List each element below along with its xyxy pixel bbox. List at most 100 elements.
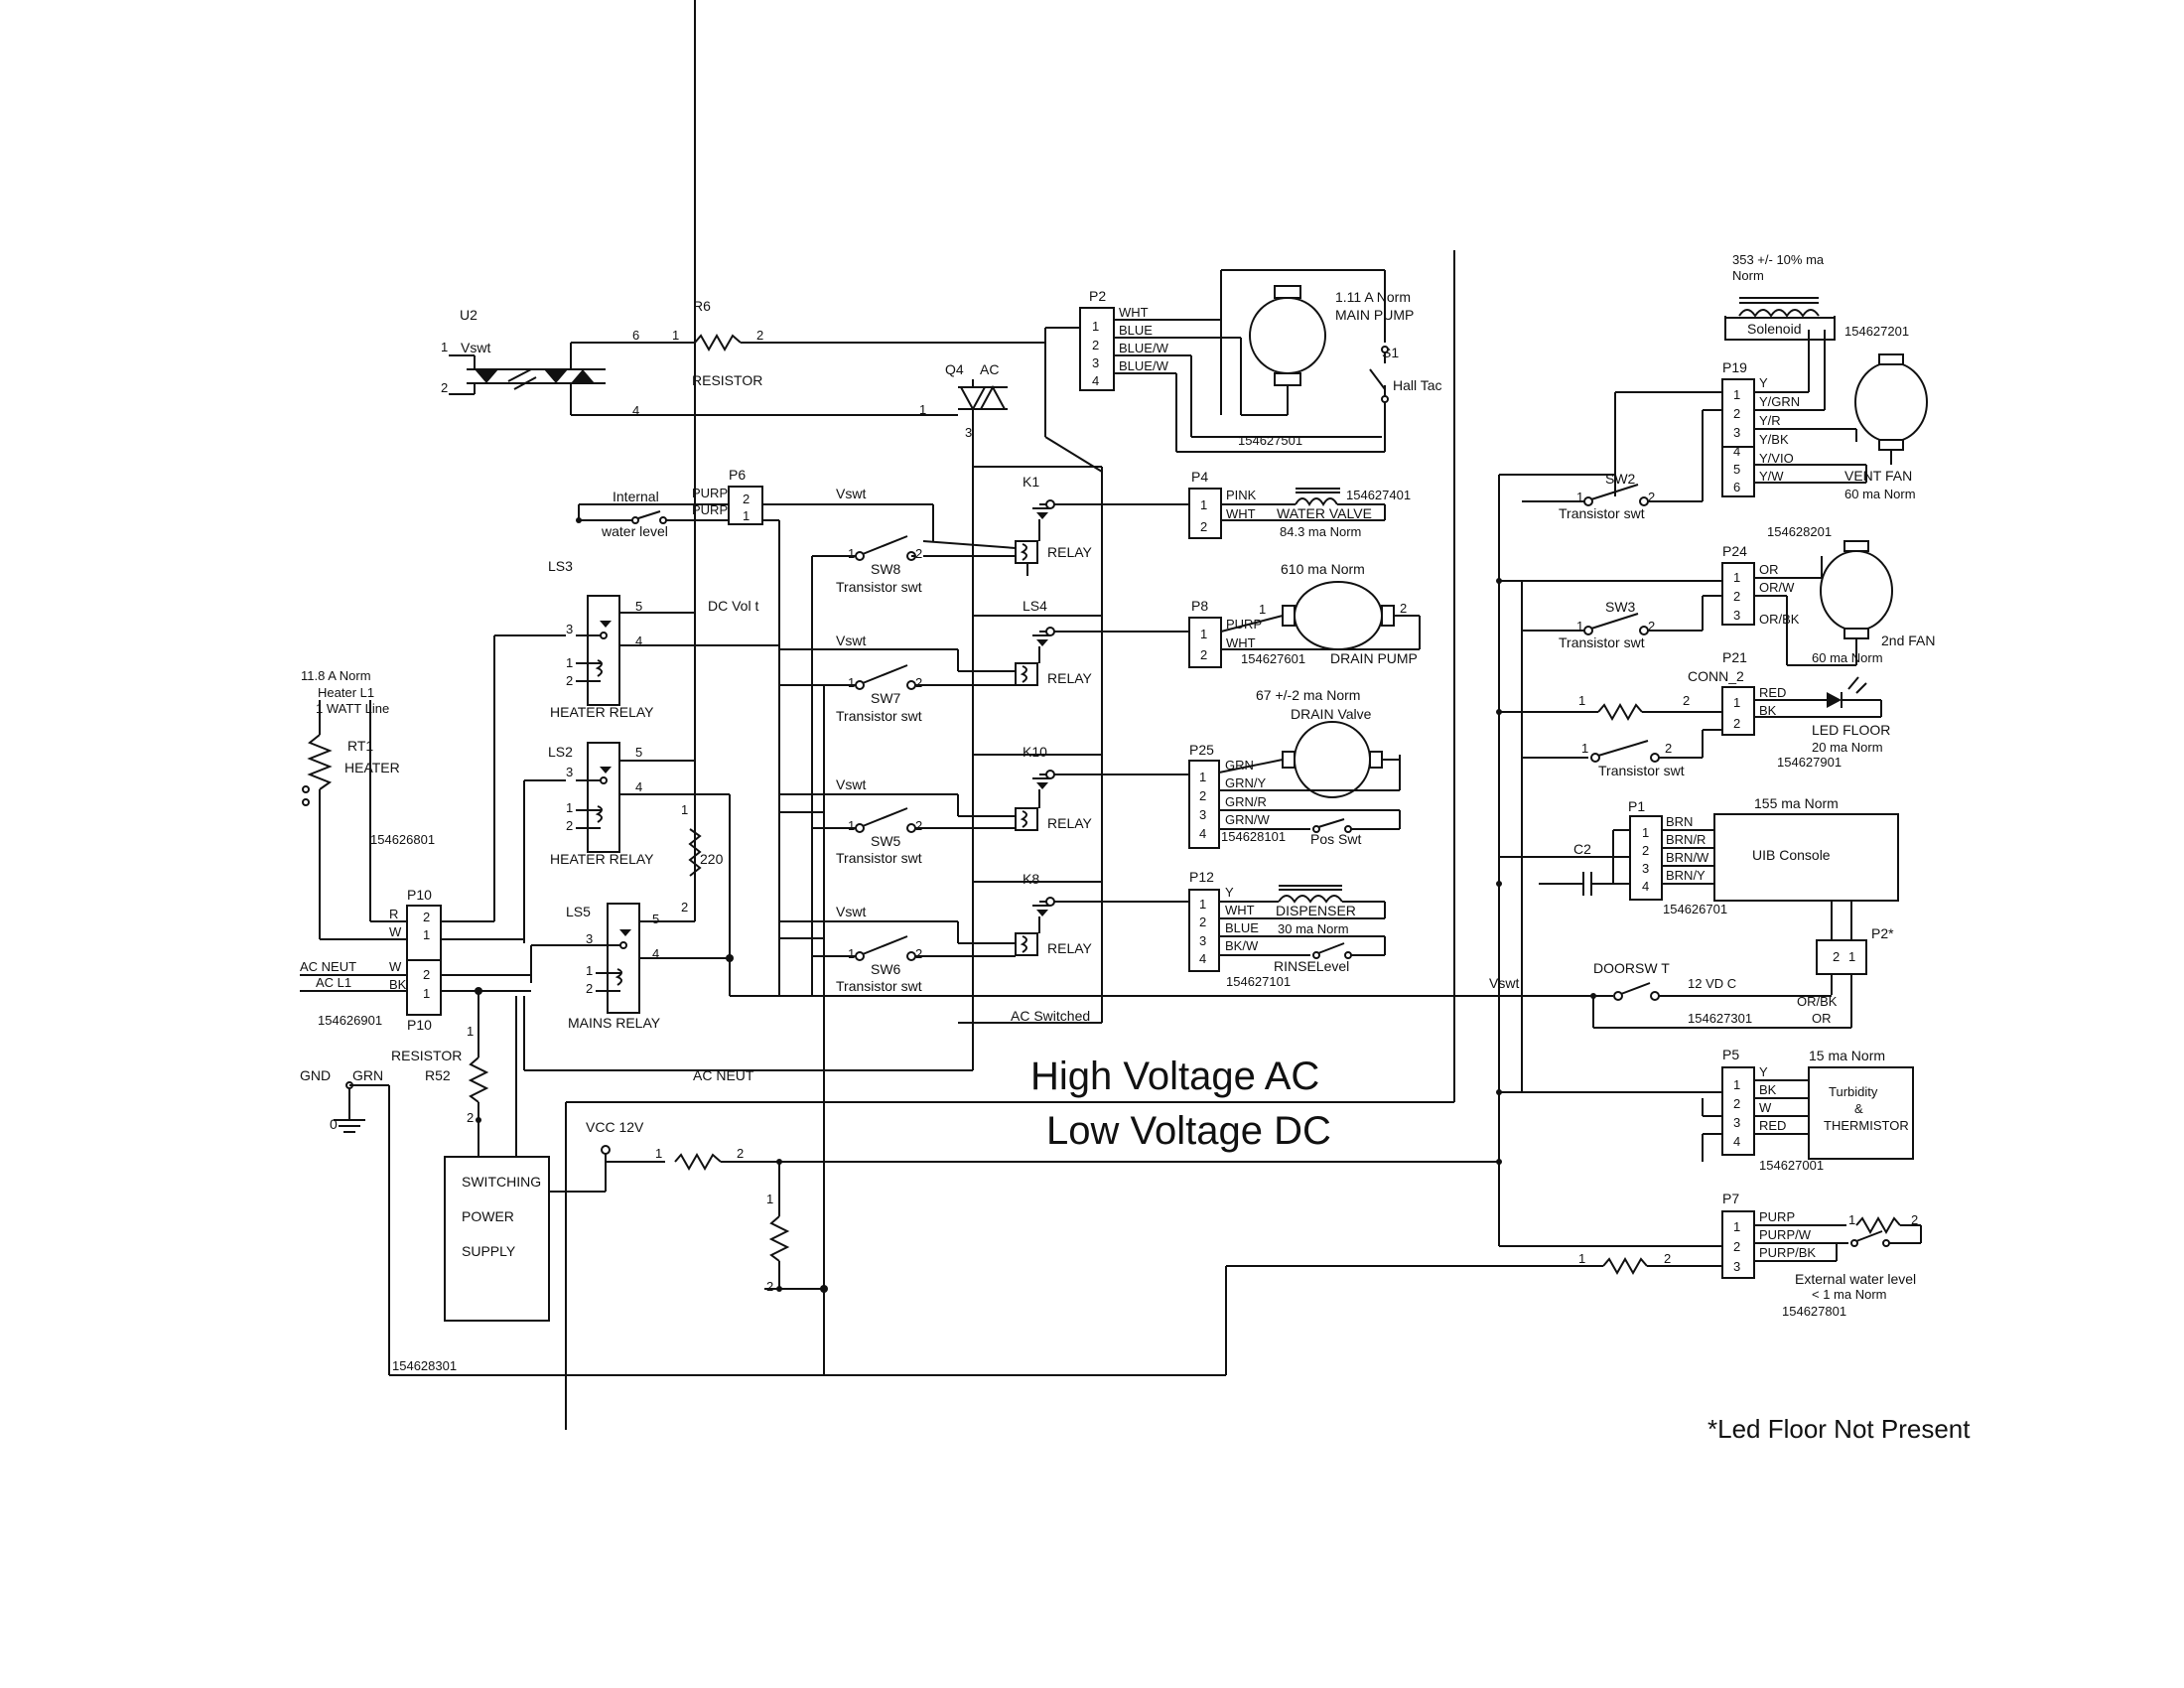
p24-pin1: 1 bbox=[1733, 570, 1740, 585]
c2-ref: C2 bbox=[1573, 841, 1591, 857]
p1-pin4: 4 bbox=[1642, 879, 1649, 894]
ls5-pin4: 4 bbox=[652, 946, 659, 961]
solenoid: 353 +/- 10% ma Norm Solenoid bbox=[1724, 252, 1836, 341]
p12-wire3: BLUE bbox=[1225, 920, 1259, 935]
p24-pin3: 3 bbox=[1733, 608, 1740, 623]
p7-pin1: 1 bbox=[1733, 1219, 1740, 1234]
bottom-part: 154628301 bbox=[392, 1358, 457, 1373]
door-part: 154627301 bbox=[1688, 1011, 1752, 1026]
q4-pin1: 1 bbox=[919, 402, 926, 417]
p19-wire5: Y/VIO bbox=[1759, 451, 1794, 466]
p2-wire2: BLUE bbox=[1119, 323, 1153, 338]
p10-ac-l1: AC L1 bbox=[316, 975, 351, 990]
s1-label: Hall Tac bbox=[1393, 377, 1442, 393]
fan2-label: 2nd FAN bbox=[1881, 633, 1935, 648]
sw5-pin2: 2 bbox=[915, 818, 922, 833]
internal-water-line2: water level bbox=[601, 523, 668, 539]
sw5-vswt: Vswt bbox=[836, 776, 866, 792]
sw6-vswt: Vswt bbox=[836, 904, 866, 919]
p5-wire1: Y bbox=[1759, 1064, 1768, 1079]
p1-wire4: BRN/Y bbox=[1666, 868, 1706, 883]
p1-spec: 155 ma Norm bbox=[1754, 795, 1839, 811]
p5-line2: & bbox=[1854, 1101, 1863, 1116]
vcc-r2-pin1: 1 bbox=[766, 1192, 773, 1206]
r6-pin2: 2 bbox=[756, 328, 763, 343]
gnd-label: GND bbox=[300, 1067, 331, 1083]
p21-conn: CONN_2 bbox=[1688, 668, 1744, 684]
r220-pin1: 1 bbox=[681, 802, 688, 817]
p19-pin5: 5 bbox=[1733, 462, 1740, 477]
p21-part: 154627901 bbox=[1777, 755, 1842, 770]
p1-pin1: 1 bbox=[1642, 825, 1649, 840]
heater-spec3: 1 WATT Line bbox=[316, 701, 389, 716]
p10-ac-neut: AC NEUT bbox=[300, 959, 356, 974]
p25-pin2: 2 bbox=[1199, 788, 1206, 803]
p2-pin2: 2 bbox=[1092, 338, 1099, 352]
sw5-label: Transistor swt bbox=[836, 850, 922, 866]
q4-ref: Q4 bbox=[945, 361, 964, 377]
u2-pin4: 4 bbox=[632, 403, 639, 418]
p8-label: DRAIN PUMP bbox=[1330, 650, 1418, 666]
heater-element: 11.8 A Norm Heater L1 1 WATT Line RT1 HE… bbox=[301, 668, 435, 940]
grn-label: GRN bbox=[352, 1067, 383, 1083]
q4-ac: AC bbox=[980, 361, 999, 377]
u2-pin6: 6 bbox=[632, 328, 639, 343]
sw7-pin1: 1 bbox=[848, 675, 855, 690]
p24-part: 154628201 bbox=[1767, 524, 1832, 539]
p21-label: LED FLOOR bbox=[1812, 722, 1890, 738]
p2star-ref: P2* bbox=[1871, 925, 1894, 941]
r52-pin2: 2 bbox=[467, 1110, 474, 1125]
p5-pin1: 1 bbox=[1733, 1077, 1740, 1092]
p7-wire1: PURP bbox=[1759, 1209, 1795, 1224]
ls2-pin5: 5 bbox=[635, 745, 642, 760]
p25-pin1: 1 bbox=[1199, 770, 1206, 784]
u2-optocoupler: U2 1 Vswt 2 6 4 bbox=[441, 307, 639, 418]
sw3-pin1: 1 bbox=[1576, 619, 1583, 633]
p12-pin3: 3 bbox=[1199, 933, 1206, 948]
p19-ref: P19 bbox=[1722, 359, 1747, 375]
sw7-label: Transistor swt bbox=[836, 708, 922, 724]
ls3-pin4: 4 bbox=[635, 633, 642, 648]
p5-pin2: 2 bbox=[1733, 1096, 1740, 1111]
p8-connector: P8 1 2 PURP WHT 610 ma Norm 1 2 15462760… bbox=[1188, 561, 1421, 668]
p12-pin1: 1 bbox=[1199, 897, 1206, 912]
p5-wire4: RED bbox=[1759, 1118, 1786, 1133]
p21-spec: 20 ma Norm bbox=[1812, 740, 1883, 755]
p12-ref: P12 bbox=[1189, 869, 1214, 885]
ls4-relay-label: RELAY bbox=[1047, 670, 1093, 686]
p24-wire2: OR/W bbox=[1759, 580, 1795, 595]
ls4-relay-group: LS4 RELAY Vswt 1 2 SW7 Transistor swt bbox=[779, 598, 1189, 724]
r220-pin2: 2 bbox=[681, 900, 688, 914]
ls5-pin2: 2 bbox=[586, 981, 593, 996]
sw3-label: Transistor swt bbox=[1559, 634, 1645, 650]
main-pump-label: MAIN PUMP bbox=[1335, 307, 1414, 323]
p10-wire-r: R bbox=[389, 907, 398, 921]
sw6-ref: SW6 bbox=[871, 961, 901, 977]
p2-pin4: 4 bbox=[1092, 373, 1099, 388]
p19-pin4: 4 bbox=[1733, 444, 1740, 459]
p19-wire6: Y/W bbox=[1759, 469, 1784, 484]
p2-part: 154627501 bbox=[1238, 433, 1302, 448]
footnote: *Led Floor Not Present bbox=[1707, 1414, 1971, 1444]
p25-connector: P25 1 2 3 4 GRN GRN/Y GRN/R GRN/W 67 +/-… bbox=[1188, 687, 1401, 849]
k8-relay-group: K8 RELAY Vswt 1 2 SW6 Transistor swt bbox=[779, 871, 1189, 994]
p19-pin3: 3 bbox=[1733, 425, 1740, 440]
r52-resistor: RESISTOR R52 1 2 bbox=[391, 991, 489, 1157]
p24-wire1: OR bbox=[1759, 562, 1779, 577]
ls4-ref: LS4 bbox=[1023, 598, 1047, 614]
vcc-label: VCC 12V bbox=[586, 1119, 644, 1135]
p2star-connector: 2 1 P2* bbox=[1816, 901, 1894, 1028]
ls2-pin4: 4 bbox=[635, 779, 642, 794]
p4-spec: 84.3 ma Norm bbox=[1280, 524, 1361, 539]
p1-wire1: BRN bbox=[1666, 814, 1693, 829]
p7-spec: < 1 ma Norm bbox=[1812, 1287, 1887, 1302]
switching-power-supply: SWITCHING POWER SUPPLY VCC 12V 1 2 1 2 bbox=[444, 684, 1499, 1375]
r52-label: RESISTOR bbox=[391, 1048, 462, 1063]
door-orbk: OR/BK bbox=[1797, 994, 1838, 1009]
p12-wire4: BK/W bbox=[1225, 938, 1259, 953]
p21-pin1: 1 bbox=[1733, 695, 1740, 710]
p1-wire3: BRN/W bbox=[1666, 850, 1709, 865]
door-vswt: Vswt bbox=[1489, 975, 1519, 991]
sw3-pin2: 2 bbox=[1648, 619, 1655, 633]
sw8-pin1: 1 bbox=[848, 546, 855, 561]
